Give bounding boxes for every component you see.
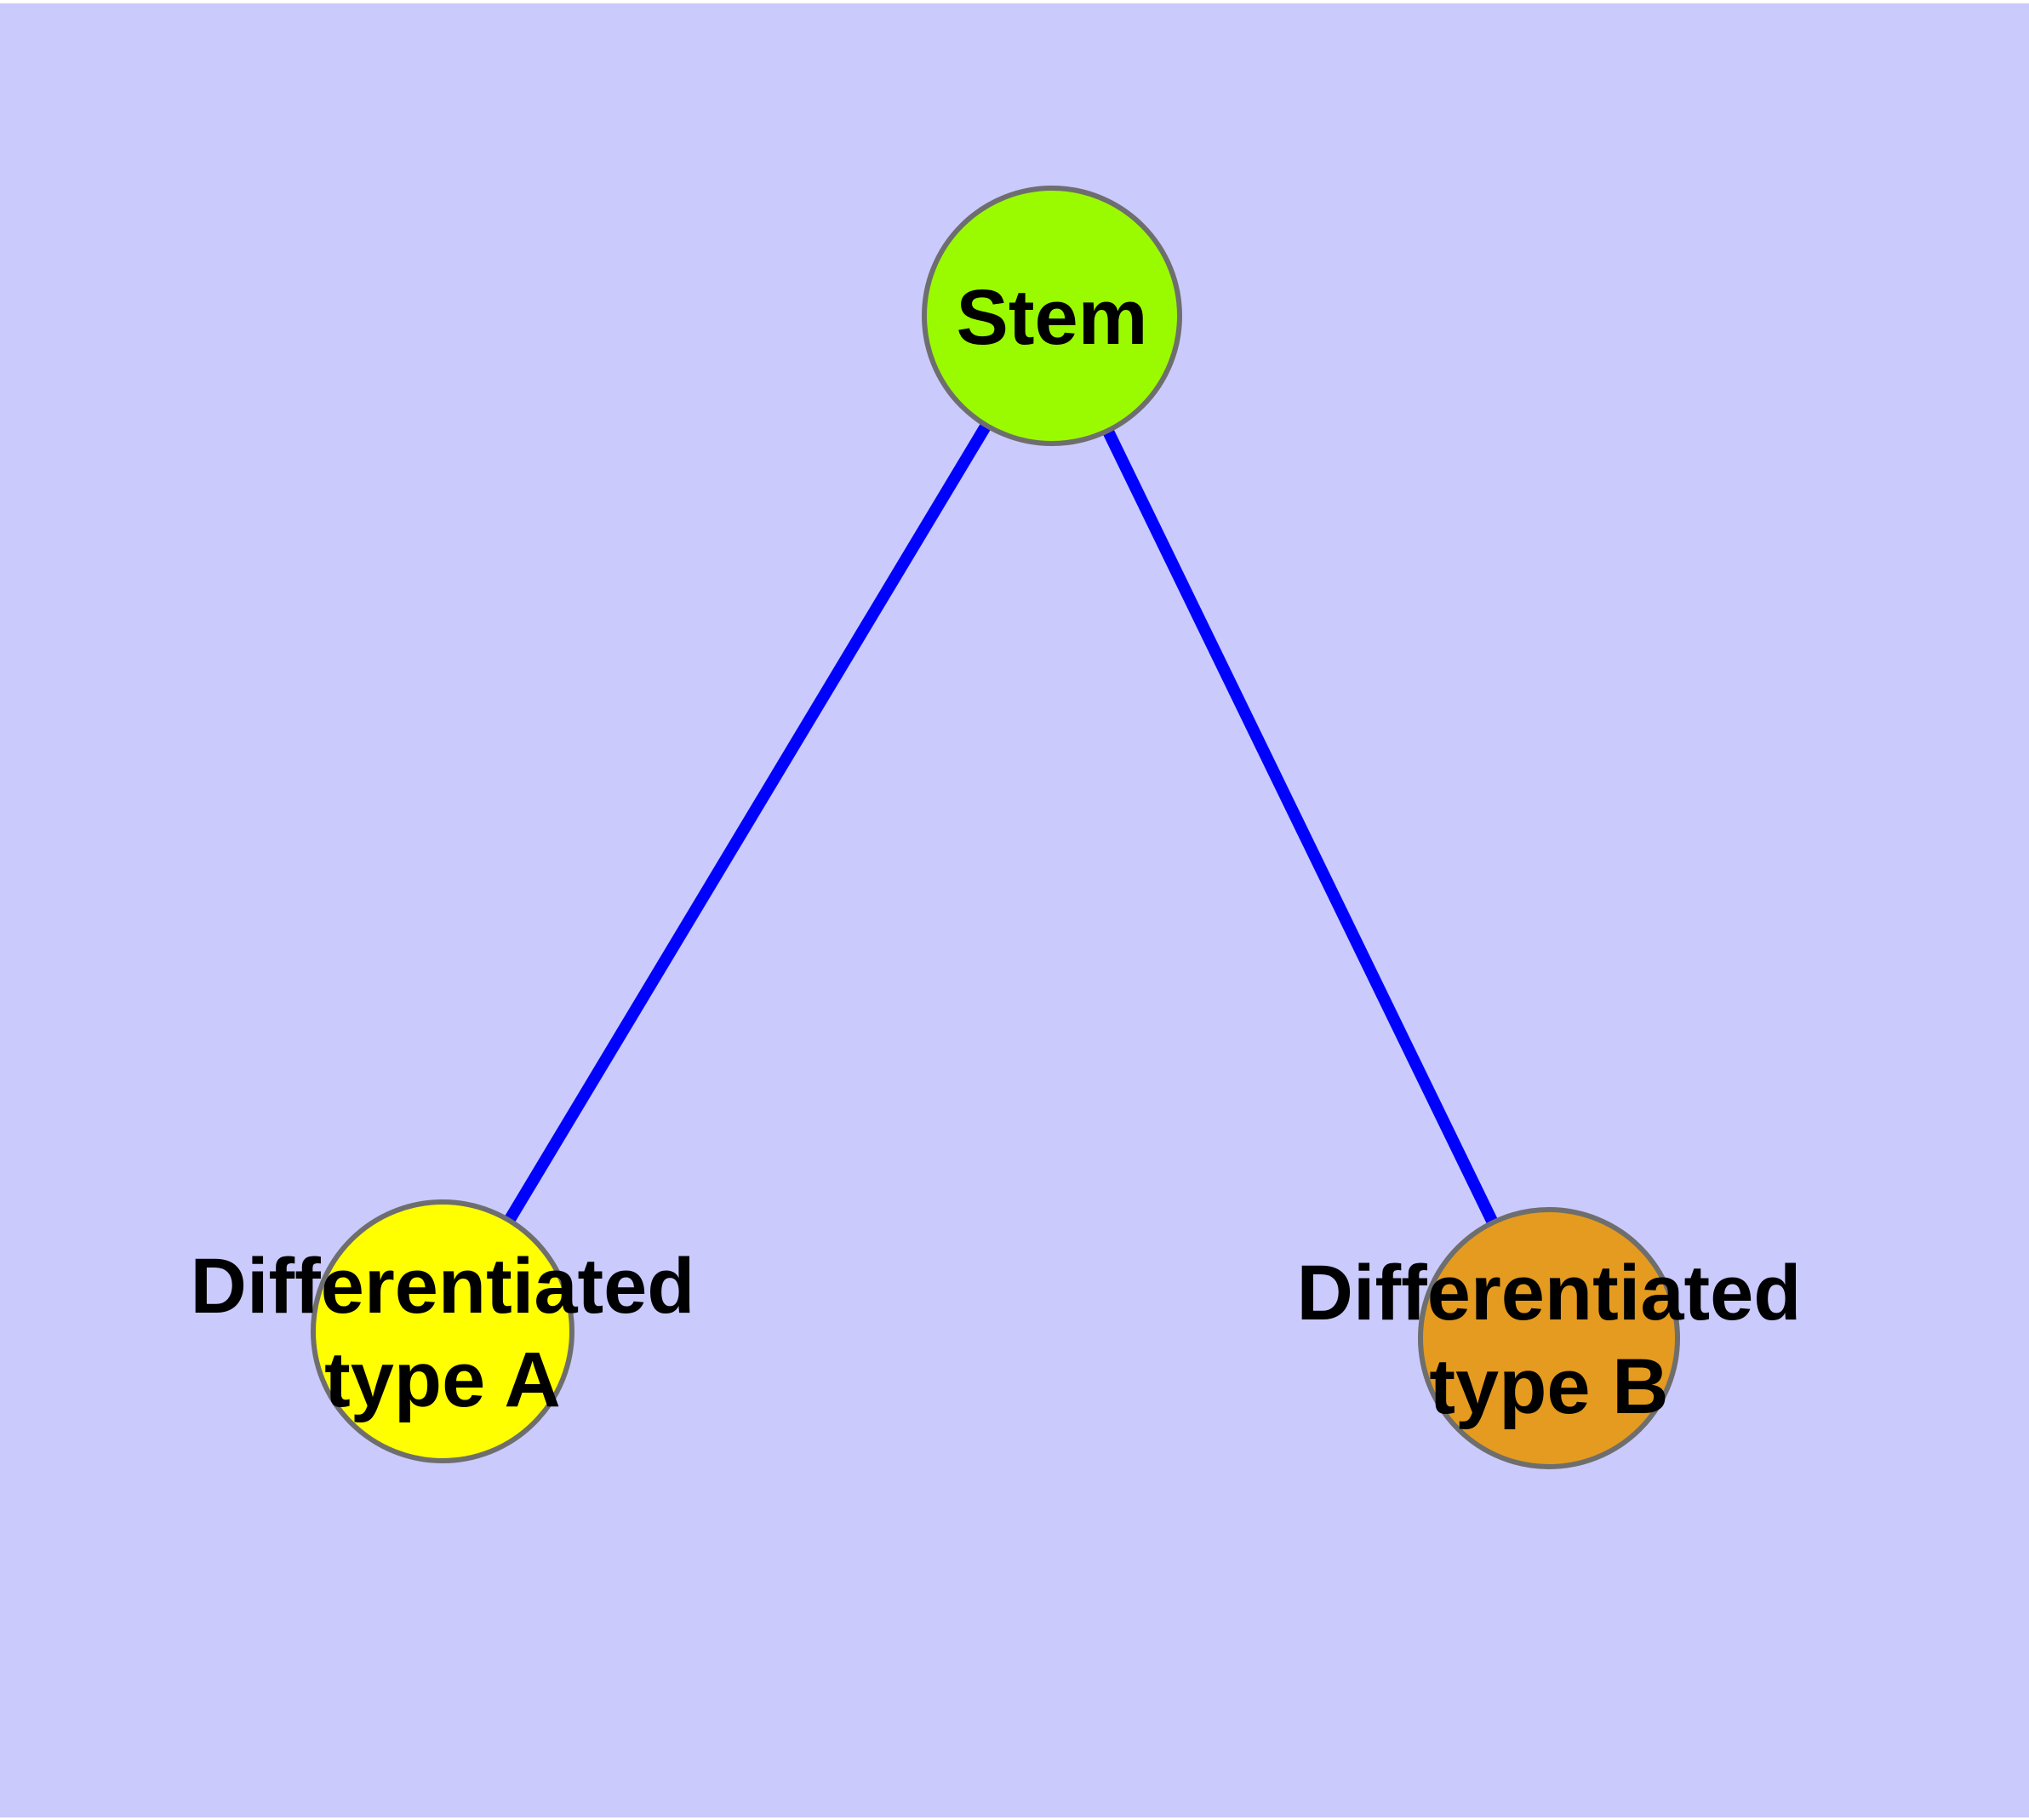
- node-label-line: Differentiated: [1297, 1250, 1802, 1336]
- edge-stem-to-differentiated-type-b: [1046, 312, 1555, 1342]
- node-stem: [922, 186, 1182, 446]
- node-label-line: type B: [1429, 1343, 1668, 1430]
- node-label-line: Stem: [957, 274, 1148, 361]
- node-differentiated-type-b: [1418, 1207, 1680, 1469]
- edge-stem-to-differentiated-type-a: [437, 312, 1058, 1335]
- nodes-layer: [311, 186, 1680, 1469]
- node-differentiated-type-a: [311, 1199, 574, 1463]
- node-label-line: type A: [324, 1336, 561, 1423]
- node-label-stem: Stem: [957, 274, 1148, 361]
- node-label-line: Differentiated: [191, 1243, 695, 1330]
- edges-layer: [437, 312, 1555, 1342]
